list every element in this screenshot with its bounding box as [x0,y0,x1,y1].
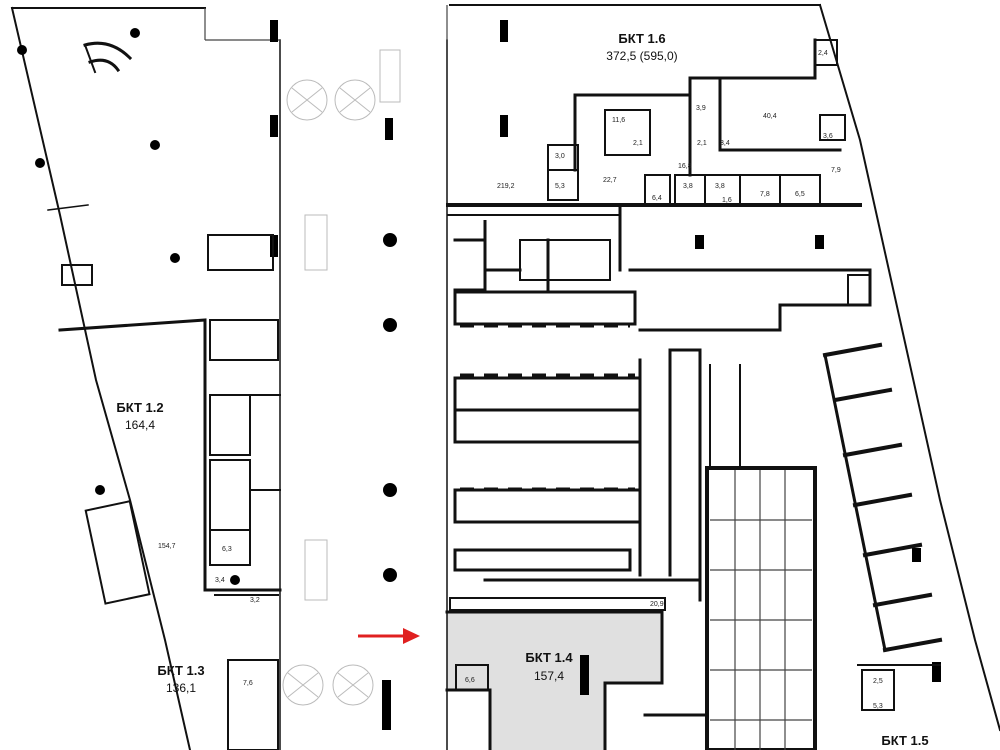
room-num: 3,8 [715,183,725,190]
room-num: 2,5 [873,678,883,685]
room-num: 7,8 [760,191,770,198]
unit-area: 164,4 [125,418,155,432]
room-num: 2,4 [818,50,828,57]
room-num: 3,2 [250,597,260,604]
room-num: 3,6 [823,133,833,140]
room-num: 3,4 [215,577,225,584]
room-num: 154,7 [158,543,176,550]
arrow-right-icon [358,628,420,644]
bkt-1-6-walls [446,38,862,216]
unit-bkt-1-4-zone[interactable] [447,612,662,750]
room-num: 20,9 [650,601,664,608]
room-num: 11,6 [612,117,625,124]
unit-name: БКТ 1.4 [525,650,573,665]
unit-bkt-1-2-label[interactable]: БКТ 1.2 164,4 [116,400,163,432]
room-num: 2,1 [633,140,643,147]
room-num: 6,4 [652,195,662,202]
entrance-revolving-doors [282,49,401,706]
bkt-1-4-walls [445,597,707,750]
unit-area: 372,5 (595,0) [606,49,677,63]
right-shop-strip [813,342,943,750]
room-num: 3,4 [720,140,730,147]
room-num: 3,8 [683,183,693,190]
unit-name: БКТ 1.2 [116,400,163,415]
room-num: 40,4 [763,113,777,120]
unit-name: БКТ 1.6 [618,31,665,46]
room-num: 3,0 [555,153,565,160]
unit-bkt-1-3-label[interactable]: БКТ 1.3 136,1 [157,663,204,695]
escalator-atrium [705,466,817,750]
room-num: 6,6 [465,677,475,684]
room-num: 5,3 [555,183,565,190]
room-num: 7,9 [831,167,841,174]
unit-bkt-1-6-label[interactable]: БКТ 1.6 372,5 (595,0) [606,31,677,63]
room-num: 5,3 [873,703,883,710]
room-num: 2,1 [697,140,707,147]
unit-name: БКТ 1.5 [881,733,928,748]
unit-area: 136,1 [166,681,196,695]
unit-area: 157,4 [534,669,564,683]
unit-bkt-1-5-label[interactable]: БКТ 1.5 [881,733,928,748]
middle-right-walls [453,203,872,602]
room-num: 6,3 [222,546,232,553]
room-numbers: 11,6 40,4 2,4 3,9 2,1 2,1 3,4 3,6 3,0 16… [158,50,883,710]
outer-walls [10,3,1000,750]
room-num: 16,8 [678,163,692,170]
room-num: 219,2 [497,183,515,190]
unit-bkt-1-4-label[interactable]: БКТ 1.4 157,4 [525,650,573,683]
curved-staircase [83,41,133,74]
left-block-walls [47,204,282,750]
room-num: 22,7 [603,177,617,184]
unit-name: БКТ 1.3 [157,663,204,678]
room-num: 6,5 [795,191,805,198]
room-num: 3,9 [696,105,706,112]
room-num: 1,6 [722,197,732,204]
columns [17,20,941,730]
room-num: 7,6 [243,680,253,687]
